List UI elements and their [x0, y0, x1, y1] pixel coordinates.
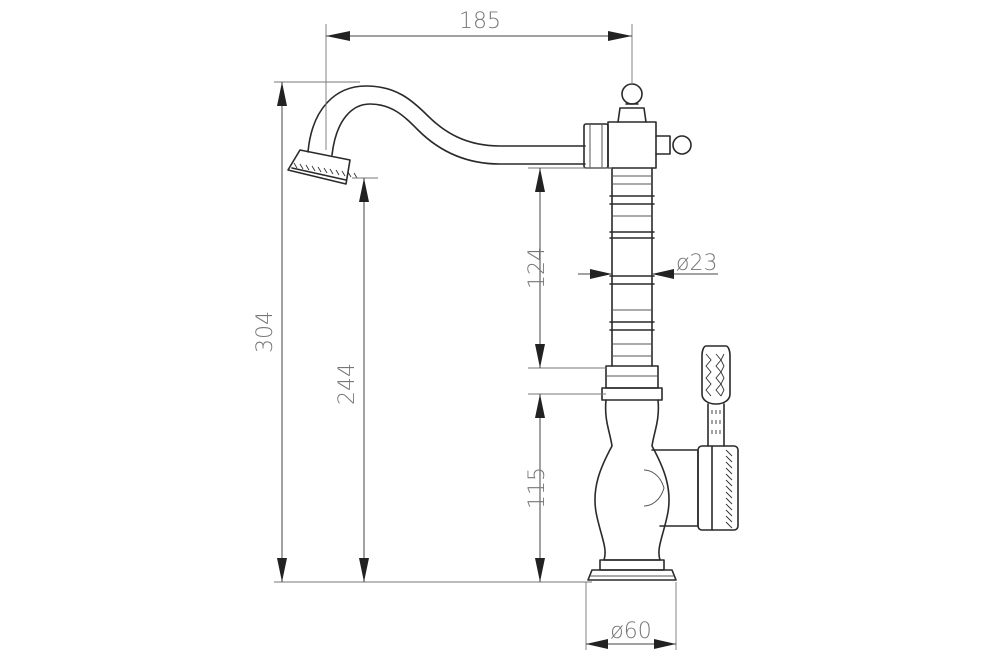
spout — [307, 85, 586, 165]
dim-overall-width: 185 — [326, 9, 632, 41]
dim-base-height: 115 — [525, 394, 550, 582]
dim-label-column-diameter: ø23 — [676, 251, 717, 276]
dim-label-base-height: 115 — [525, 467, 550, 509]
dim-label-overall-width: 185 — [459, 9, 501, 34]
handle-joint — [643, 445, 739, 531]
dim-label-base-diameter: ø60 — [610, 619, 651, 644]
dim-spout-height: 244 — [335, 178, 369, 582]
dim-label-column-length: 124 — [525, 247, 550, 289]
top-finial — [621, 83, 643, 105]
dim-overall-height: 304 — [253, 82, 287, 582]
dim-column-diameter: ø23 — [578, 251, 718, 279]
lever-handle — [701, 345, 731, 447]
spout-collar — [583, 123, 609, 169]
dim-label-spout-height: 244 — [335, 363, 360, 405]
top-cap — [607, 121, 657, 169]
body — [594, 399, 670, 561]
extension-lines — [274, 24, 677, 650]
faucet-outline — [287, 83, 739, 581]
aerator — [287, 149, 358, 185]
dim-label-overall-height: 304 — [253, 311, 278, 353]
side-finial — [672, 135, 692, 155]
dim-base-diameter: ø60 — [586, 619, 676, 649]
body-collar — [605, 365, 659, 389]
dim-column-length: 124 — [525, 168, 550, 368]
column — [609, 167, 655, 367]
